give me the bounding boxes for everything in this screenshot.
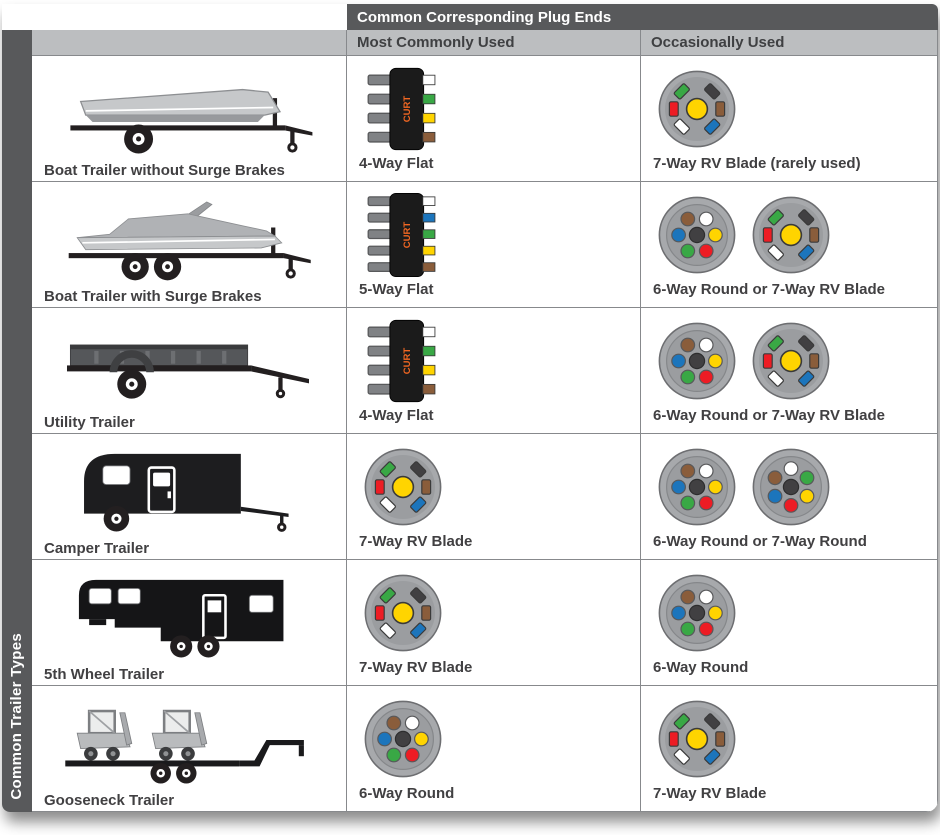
column-header-occasionally-used: Occasionally Used: [641, 30, 938, 56]
7-way-rv-blade-plug-icon: [751, 321, 831, 401]
trailer-label: Camper Trailer: [44, 540, 150, 557]
7-way-rv-blade-plug-icon: [363, 573, 443, 653]
trailer-label: Boat Trailer with Surge Brakes: [44, 288, 262, 305]
occasional-cell: 7-Way RV Blade (rarely used): [641, 56, 938, 182]
5-way-flat-plug-icon: [363, 191, 441, 279]
6-way-round-plug-icon: [657, 573, 737, 653]
6-way-round-plug-icon: [657, 321, 737, 401]
camper-trailer-icon: [40, 442, 336, 540]
most-used-cell: 4-Way Flat: [347, 56, 641, 182]
column-header-most-commonly-used: Most Commonly Used: [347, 30, 641, 56]
most-used-cell: 5-Way Flat: [347, 182, 641, 308]
most-used-cell: 4-Way Flat: [347, 308, 641, 434]
occasional-label: 7-Way RV Blade (rarely used): [653, 154, 861, 172]
occasional-cell: 6-Way Round or 7-Way Round: [641, 434, 938, 560]
table-row-cell: Gooseneck Trailer: [32, 686, 347, 812]
occasional-cell: 6-Way Round: [641, 560, 938, 686]
trailer-label: Boat Trailer without Surge Brakes: [44, 162, 285, 179]
sidebar: Common Trailer Types: [2, 30, 32, 812]
6-way-round-plug-icon: [657, 195, 737, 275]
table-row-cell: Boat Trailer with Surge Brakes: [32, 182, 347, 308]
occasional-cell: 6-Way Round or 7-Way RV Blade: [641, 182, 938, 308]
7-way-rv-blade-plug-icon: [751, 195, 831, 275]
6-way-round-plug-icon: [657, 447, 737, 527]
table-row-cell: Utility Trailer: [32, 308, 347, 434]
occasional-label: 6-Way Round: [653, 658, 749, 676]
boat-trailer-surge-icon: [40, 190, 336, 288]
occasional-cell: 6-Way Round or 7-Way RV Blade: [641, 308, 938, 434]
trailer-label: 5th Wheel Trailer: [44, 666, 165, 683]
reference-table: Common Trailer Types Common Correspondin…: [2, 4, 938, 812]
utility-trailer-icon: [40, 316, 336, 414]
trailer-label: Gooseneck Trailer: [44, 792, 175, 809]
most-used-cell: 7-Way RV Blade: [347, 434, 641, 560]
table-title: Common Corresponding Plug Ends: [347, 4, 938, 30]
most-used-label: 6-Way Round: [359, 784, 455, 802]
occasional-label: 7-Way RV Blade: [653, 784, 767, 802]
most-used-label: 5-Way Flat: [359, 280, 434, 298]
fifth-wheel-trailer-icon: [40, 568, 336, 666]
sidebar-title: Common Trailer Types: [8, 633, 25, 800]
6-way-round-plug-icon: [363, 699, 443, 779]
boat-trailer-icon: [40, 64, 336, 162]
header-blank: [32, 4, 347, 30]
table-row-cell: Camper Trailer: [32, 434, 347, 560]
occasional-label: 6-Way Round or 7-Way Round: [653, 532, 867, 550]
7-way-rv-blade-plug-icon: [657, 699, 737, 779]
4-way-flat-plug-icon: [363, 65, 441, 153]
7-way-round-plug-icon: [751, 447, 831, 527]
most-used-label: 4-Way Flat: [359, 406, 434, 424]
most-used-label: 7-Way RV Blade: [359, 658, 473, 676]
corner-blank: [2, 4, 32, 30]
most-used-cell: 6-Way Round: [347, 686, 641, 812]
table-row-cell: 5th Wheel Trailer: [32, 560, 347, 686]
table-row-cell: Boat Trailer without Surge Brakes: [32, 56, 347, 182]
occasional-cell: 7-Way RV Blade: [641, 686, 938, 812]
7-way-rv-blade-plug-icon: [657, 69, 737, 149]
occasional-label: 6-Way Round or 7-Way RV Blade: [653, 406, 885, 424]
most-used-label: 4-Way Flat: [359, 154, 434, 172]
subheader-blank: [32, 30, 347, 56]
most-used-label: 7-Way RV Blade: [359, 532, 473, 550]
most-used-cell: 7-Way RV Blade: [347, 560, 641, 686]
4-way-flat-plug-icon: [363, 317, 441, 405]
7-way-rv-blade-plug-icon: [363, 447, 443, 527]
gooseneck-trailer-icon: [40, 694, 336, 792]
occasional-label: 6-Way Round or 7-Way RV Blade: [653, 280, 885, 298]
trailer-label: Utility Trailer: [44, 414, 135, 431]
